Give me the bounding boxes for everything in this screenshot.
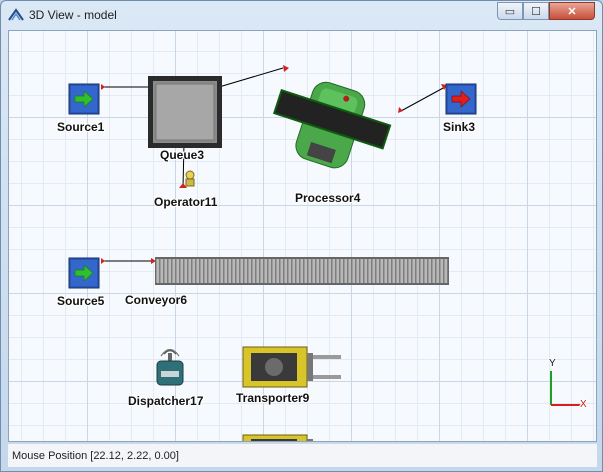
processor4-label: Processor4 — [295, 191, 361, 205]
axis-x-label: X — [580, 399, 587, 410]
connector-arrow — [101, 84, 105, 90]
sink3-label: Sink3 — [443, 120, 476, 134]
minimize-button[interactable]: ▭ — [497, 2, 523, 20]
axis-gizmo — [550, 371, 585, 406]
transporter9-label: Transporter9 — [236, 391, 310, 405]
maximize-button[interactable]: ☐ — [523, 2, 549, 20]
queue3-label: Queue3 — [160, 148, 205, 162]
connector-arrow — [101, 258, 105, 264]
source1-object[interactable] — [68, 83, 100, 115]
source1-label: Source1 — [57, 120, 105, 134]
minimize-icon: ▭ — [504, 5, 516, 18]
processor4-object[interactable] — [267, 79, 393, 173]
transporter9-object[interactable] — [241, 345, 343, 389]
source5-object[interactable] — [68, 257, 100, 289]
mouse-position: Mouse Position [22.12, 2.22, 0.00] — [12, 450, 179, 462]
dispatcher17-label: Dispatcher17 — [128, 394, 204, 408]
3d-viewport[interactable]: Source1 Queue3 Operator11 Processor4 — [8, 30, 597, 442]
connector-arrow — [283, 65, 289, 72]
transporter-object-partial[interactable] — [241, 433, 343, 442]
axis-y-label: Y — [549, 358, 556, 369]
queue3-object[interactable] — [147, 75, 223, 149]
operator11-label: Operator11 — [154, 195, 218, 209]
sink3-object[interactable] — [445, 83, 477, 115]
conveyor6-object[interactable] — [155, 257, 449, 285]
connector-arrow — [398, 107, 403, 113]
operator11-object[interactable] — [183, 170, 197, 188]
dispatcher17-object[interactable] — [155, 347, 185, 387]
conveyor6-label: Conveyor6 — [125, 293, 188, 307]
status-bar: Mouse Position [22.12, 2.22, 0.00] — [8, 443, 597, 467]
close-icon: ✕ — [567, 5, 577, 18]
close-button[interactable]: ✕ — [549, 2, 595, 20]
window-title: 3D View - model — [29, 8, 117, 22]
flexsim-icon — [8, 8, 24, 21]
connector-processor4-sink3 — [400, 86, 446, 112]
title-bar[interactable]: 3D View - model ▭ ☐ ✕ — [1, 1, 602, 29]
source5-label: Source5 — [57, 294, 105, 308]
maximize-icon: ☐ — [531, 5, 541, 18]
